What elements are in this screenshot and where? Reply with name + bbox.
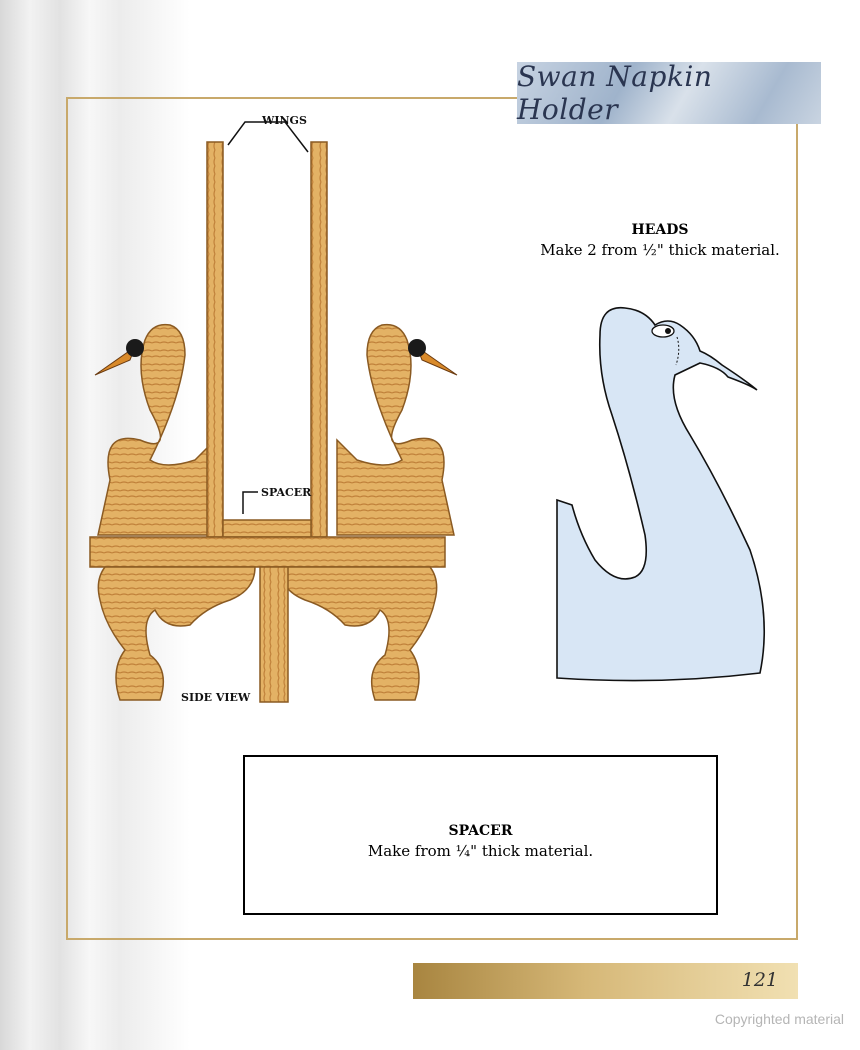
side-view-illustration: [89, 121, 458, 703]
right-swan: [336, 323, 455, 536]
page-frame: [66, 97, 798, 940]
right-leg: [279, 566, 438, 701]
spacer-callout-label: SPACER: [261, 486, 312, 499]
page-number: 121: [741, 969, 778, 991]
spacer-caption: SPACER Make from ¼" thick material.: [245, 823, 716, 860]
heads-title: HEADS: [631, 222, 689, 238]
heads-description: Make 2 from ½" thick material.: [540, 241, 780, 259]
left-leg: [97, 566, 256, 701]
right-wing: [310, 141, 328, 538]
footer-bar: 121: [413, 963, 798, 999]
center-post: [259, 566, 289, 703]
spacer-piece: [222, 519, 312, 538]
spacer-title: SPACER: [448, 823, 513, 839]
left-swan: [97, 323, 216, 536]
spacer-description: Make from ¼" thick material.: [367, 842, 594, 860]
base-plank: [89, 536, 446, 568]
heads-caption: HEADS Make 2 from ½" thick material.: [520, 222, 800, 259]
swan-head-pattern: [556, 306, 766, 682]
left-wing: [206, 141, 224, 538]
spacer-pattern-box: SPACER Make from ¼" thick material.: [243, 755, 718, 915]
copyright-notice: Copyrighted material: [714, 1011, 844, 1027]
side-view-label: SIDE VIEW: [181, 691, 251, 704]
wings-callout-label: WINGS: [262, 114, 307, 127]
title-banner: Swan Napkin Holder: [517, 60, 821, 126]
page-title: Swan Napkin Holder: [517, 60, 713, 126]
